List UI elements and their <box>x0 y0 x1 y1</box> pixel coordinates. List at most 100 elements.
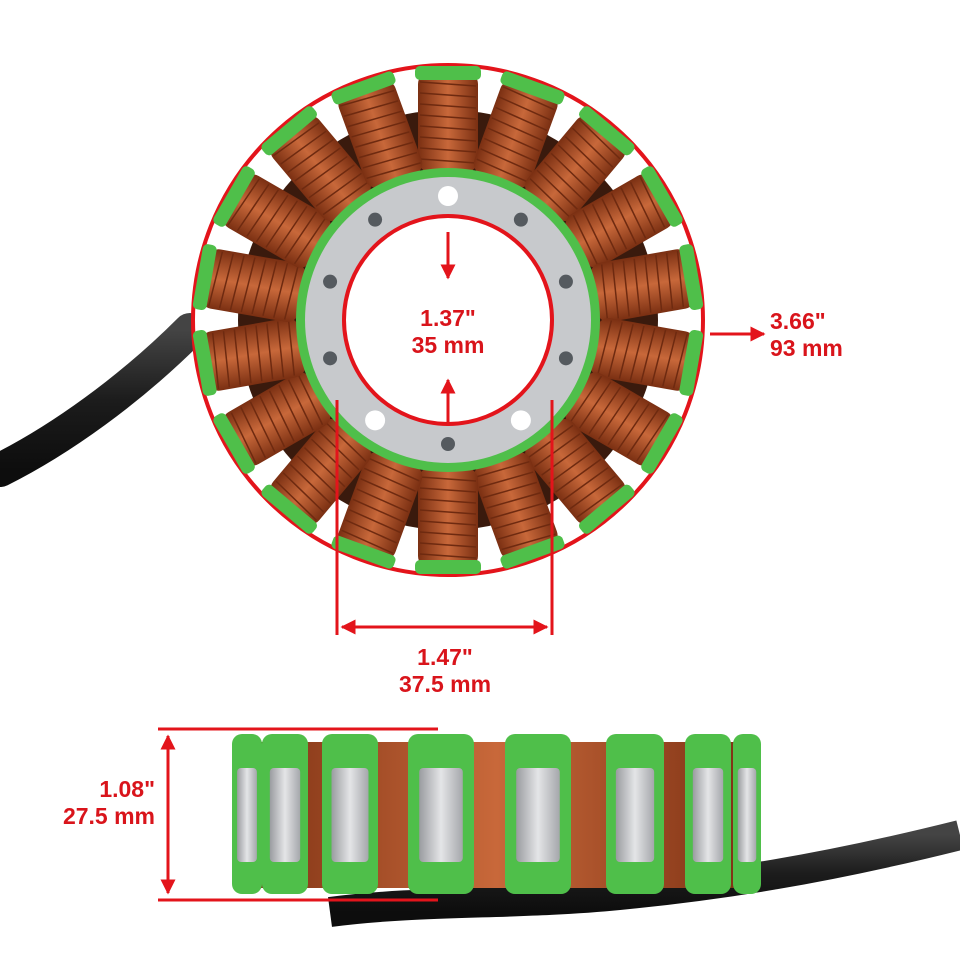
coil-winding <box>491 117 544 142</box>
coil-winding <box>345 519 397 544</box>
stator-pole <box>213 166 331 268</box>
coil-winding <box>636 414 669 462</box>
stator-pole <box>565 372 683 474</box>
coil-winding <box>230 412 257 464</box>
coil-winding <box>633 258 641 315</box>
coil-winding <box>582 209 609 261</box>
copper-coil <box>270 418 371 525</box>
stator-pole <box>415 66 481 172</box>
stator-poles <box>192 66 704 574</box>
bolt-holes <box>323 186 573 451</box>
coil-winding <box>419 498 477 504</box>
coil-winding <box>597 320 613 376</box>
coil-winding <box>502 86 555 111</box>
coil-winding <box>340 89 395 107</box>
coil-winding <box>651 329 667 385</box>
stator-pole <box>525 106 635 222</box>
bolt-hole <box>441 437 455 451</box>
coil-winding <box>362 151 418 169</box>
coil-winding <box>347 110 403 128</box>
coil-winding <box>249 401 276 453</box>
inner-diameter-inch: 1.37" <box>420 305 476 331</box>
coil-winding <box>273 263 289 318</box>
coil-winding <box>283 264 299 320</box>
pole-cap <box>261 484 317 534</box>
coil-winding <box>622 260 630 317</box>
pole-cap <box>500 535 565 569</box>
coil-winding <box>497 523 553 540</box>
bolt-hole <box>365 410 386 431</box>
coil-winding <box>308 164 355 199</box>
coil-winding <box>591 203 618 256</box>
side-tooth-steel <box>331 768 369 862</box>
coil-winding <box>259 395 286 448</box>
stator-side-view <box>232 734 761 894</box>
coil-winding <box>218 253 234 309</box>
coil-winding <box>367 457 420 482</box>
coil-winding <box>287 319 296 376</box>
coil-winding <box>284 211 318 259</box>
coil-winding <box>562 466 609 502</box>
outer-diameter-mm: 93 mm <box>770 335 843 361</box>
copper-coil <box>270 115 371 222</box>
coil-winding <box>293 216 327 265</box>
coil-winding <box>266 323 274 380</box>
coil-winding <box>655 254 663 311</box>
coil-winding <box>419 125 477 131</box>
stator-pole <box>525 418 635 534</box>
side-tooth <box>606 734 664 894</box>
coil-winding <box>527 424 574 459</box>
outer-diameter-inch: 3.66" <box>770 308 826 334</box>
pole-cap <box>261 106 317 156</box>
coil-winding <box>629 181 656 234</box>
coil-winding <box>640 327 656 383</box>
side-tooth <box>408 734 474 894</box>
coil-winding <box>294 147 341 182</box>
coil-winding <box>639 176 666 228</box>
coil-winding <box>287 138 334 174</box>
coil-winding <box>419 136 477 142</box>
coil-winding <box>555 458 602 493</box>
coil-winding <box>301 155 348 190</box>
coil-winding <box>597 392 631 440</box>
coil-winding <box>325 421 367 462</box>
coil-winding <box>611 262 620 319</box>
pole-cap <box>641 166 683 227</box>
pole-cap <box>679 329 704 396</box>
coil-winding <box>482 481 538 499</box>
copper-coil <box>473 80 558 188</box>
bolt-hole <box>323 274 338 289</box>
coil-winding <box>363 467 416 492</box>
coil-winding <box>536 169 578 210</box>
coil-winding <box>495 106 548 132</box>
pole-cap <box>192 329 217 396</box>
coil-winding <box>255 325 263 382</box>
coil-winding <box>483 137 536 163</box>
copper-coil <box>222 372 331 466</box>
coil-winding <box>310 438 353 479</box>
coil-winding <box>579 119 621 160</box>
side-tooth-steel <box>237 768 257 862</box>
stator-pole <box>192 244 306 322</box>
inner-diameter-label: 1.37" 35 mm <box>388 305 508 359</box>
coil-winding <box>665 252 674 309</box>
stator-pole <box>331 71 423 188</box>
bolt-hole <box>323 351 338 366</box>
bolt-hole <box>558 351 573 366</box>
coil-winding <box>550 152 593 193</box>
coil-winding <box>352 498 405 523</box>
coil-winding <box>236 183 270 232</box>
coil-winding <box>419 114 477 120</box>
stator-pole <box>590 244 704 322</box>
bolt-hole <box>368 212 383 227</box>
coil-winding <box>493 512 549 530</box>
height-mm: 27.5 mm <box>62 803 155 829</box>
side-tooth-steel <box>737 768 757 862</box>
coil-winding <box>419 158 477 164</box>
coil-winding <box>419 476 477 482</box>
coil-winding <box>274 205 308 254</box>
coil-winding <box>501 533 556 551</box>
coil-winding <box>278 384 305 437</box>
side-tooth <box>232 734 262 894</box>
